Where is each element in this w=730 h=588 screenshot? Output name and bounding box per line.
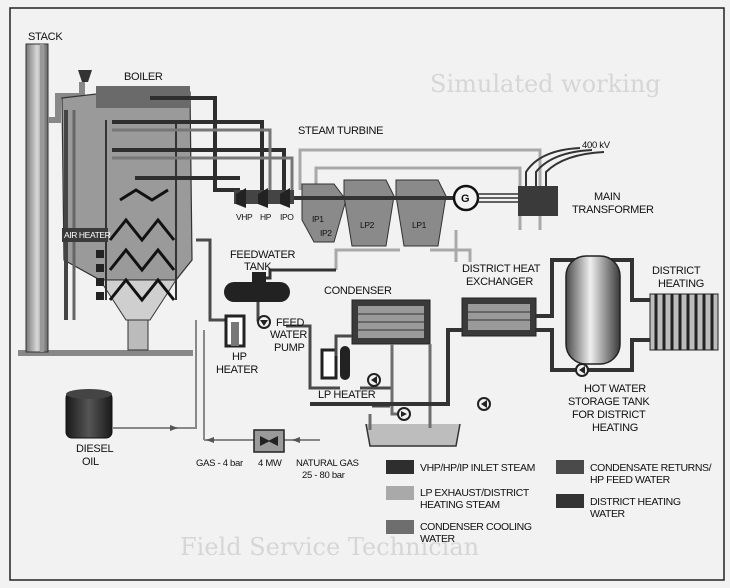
air-heater xyxy=(62,228,108,242)
gas-pressure-label: GAS - 4 bar xyxy=(196,458,243,469)
lp-heater-label: LP HEATER xyxy=(318,389,376,401)
gas-power-label: 4 MW xyxy=(258,458,282,469)
vhp-label: VHP xyxy=(236,212,253,222)
legend-label-district-water-2: WATER xyxy=(590,508,626,520)
gas-flow-arrow-icon xyxy=(206,437,214,443)
ground-strip xyxy=(18,350,193,356)
feed-water-pump-label-1: FEED xyxy=(276,317,304,329)
steam-turbine xyxy=(234,179,454,247)
district-heat-exchanger-label-1: DISTRICT HEAT xyxy=(462,263,541,275)
cooling-water-pump-arrow-icon xyxy=(401,411,407,417)
voltage-label: 400 kV xyxy=(582,140,611,151)
legend-swatch-lp-exhaust xyxy=(386,486,414,500)
feedwater-tank xyxy=(224,268,336,302)
reheat-pipes xyxy=(112,128,294,200)
oil-flow-arrow-icon xyxy=(170,425,178,431)
legend-item-district-water: DISTRICT HEATING WATER xyxy=(556,494,681,520)
hot-water-tank-label-4: HEATING xyxy=(592,422,638,434)
district-heat-exchanger-label-2: EXCHANGER xyxy=(466,276,533,288)
natural-gas-label-2: 25 - 80 bar xyxy=(302,470,345,481)
fuel-pipes xyxy=(112,320,320,441)
stack xyxy=(25,43,49,353)
boiler xyxy=(48,70,193,351)
diesel-oil-label-2: OIL xyxy=(82,456,99,468)
natural-gas-label-1: NATURAL GAS xyxy=(296,458,359,469)
district-pump-arrow-icon xyxy=(579,366,585,374)
condenser-label: CONDENSER xyxy=(324,285,392,297)
diesel-oil-tank xyxy=(65,389,113,439)
diesel-oil-label-1: DIESEL xyxy=(76,443,114,455)
legend-label-condensate-1: CONDENSATE RETURNS/ xyxy=(590,462,712,474)
legend-label-condensate-2: HP FEED WATER xyxy=(590,474,671,486)
gas-pressure-station xyxy=(253,429,285,453)
feedwater-tank-label-1: FEEDWATER xyxy=(230,249,295,261)
lp-heater xyxy=(320,334,352,380)
legend-label-district-water-1: DISTRICT HEATING xyxy=(590,496,681,508)
steam-turbine-label: STEAM TURBINE xyxy=(298,125,383,137)
natural-gas-flow-arrow-icon xyxy=(292,437,300,443)
diagram-frame xyxy=(9,7,725,581)
main-transformer xyxy=(518,186,558,216)
hp-label: HP xyxy=(260,212,272,222)
air-heater-label: AIR HEATER xyxy=(64,230,111,240)
ip1-label: IP1 xyxy=(312,214,324,224)
return-pump-arrow-icon xyxy=(481,400,487,408)
legend-label-cooling-1: CONDENSER COOLING xyxy=(420,521,532,533)
hp-heater-label-2: HEATER xyxy=(216,364,258,376)
feed-water-pump-arrow-icon xyxy=(260,320,268,326)
ghost-text-top: Simulated working xyxy=(430,70,661,98)
main-transformer-label-1: MAIN xyxy=(594,191,621,203)
legend-label-cooling-2: WATER xyxy=(420,533,456,545)
lp1-label: LP1 xyxy=(412,220,427,230)
legend-swatch-condensate xyxy=(556,460,584,474)
legend-item-condensate: CONDENSATE RETURNS/ HP FEED WATER xyxy=(556,460,712,486)
feedwater-tank-label-2: TANK xyxy=(244,261,272,273)
legend-label-lp-exhaust-2: HEATING STEAM xyxy=(420,499,500,511)
generator-label: G xyxy=(461,193,469,205)
ip2-label: IP2 xyxy=(320,228,332,238)
district-heating-coil xyxy=(649,293,719,351)
condensate-pump-arrow-icon xyxy=(371,376,377,384)
legend-swatch-cooling-water xyxy=(386,520,414,534)
inlet-steam-pipes xyxy=(112,96,286,192)
feed-water-pump-label-2: WATER xyxy=(270,329,307,341)
legend-label-lp-exhaust-1: LP EXHAUST/DISTRICT xyxy=(420,487,530,499)
district-heat-exchanger xyxy=(461,297,537,337)
main-transformer-label-2: TRANSFORMER xyxy=(572,204,654,216)
busbars xyxy=(478,193,520,203)
legend-item-lp-exhaust: LP EXHAUST/DISTRICT HEATING STEAM xyxy=(386,486,530,511)
hp-heater xyxy=(224,314,246,348)
hot-water-tank-label-3: FOR DISTRICT xyxy=(572,409,646,421)
legend-label-inlet-steam: VHP/HP/IP INLET STEAM xyxy=(420,462,535,474)
legend: VHP/HP/IP INLET STEAM LP EXHAUST/DISTRIC… xyxy=(386,460,712,545)
boiler-label: BOILER xyxy=(124,71,163,83)
lp2-label: LP2 xyxy=(360,220,375,230)
hot-water-tank-label-2: STORAGE TANK xyxy=(568,396,650,408)
hp-heater-label-1: HP xyxy=(232,351,247,363)
legend-swatch-district-water xyxy=(556,494,584,508)
district-heating-label-2: HEATING xyxy=(658,278,704,290)
condenser xyxy=(351,299,431,345)
hot-water-tank-label-1: HOT WATER xyxy=(584,383,646,395)
feed-water-pump-label-3: PUMP xyxy=(274,342,305,354)
stack-label: STACK xyxy=(28,31,63,43)
hot-water-storage-tank xyxy=(565,255,621,365)
power-lines xyxy=(525,147,605,186)
legend-item-inlet-steam: VHP/HP/IP INLET STEAM xyxy=(386,460,535,474)
legend-item-cooling-water: CONDENSER COOLING WATER xyxy=(386,520,532,545)
ipo-label: IPO xyxy=(280,212,294,222)
ghost-text-bottom: Field Service Technician xyxy=(180,533,479,561)
district-heating-label-1: DISTRICT xyxy=(652,265,701,277)
cooling-water-basin xyxy=(365,423,461,447)
legend-swatch-inlet-steam xyxy=(386,460,414,474)
